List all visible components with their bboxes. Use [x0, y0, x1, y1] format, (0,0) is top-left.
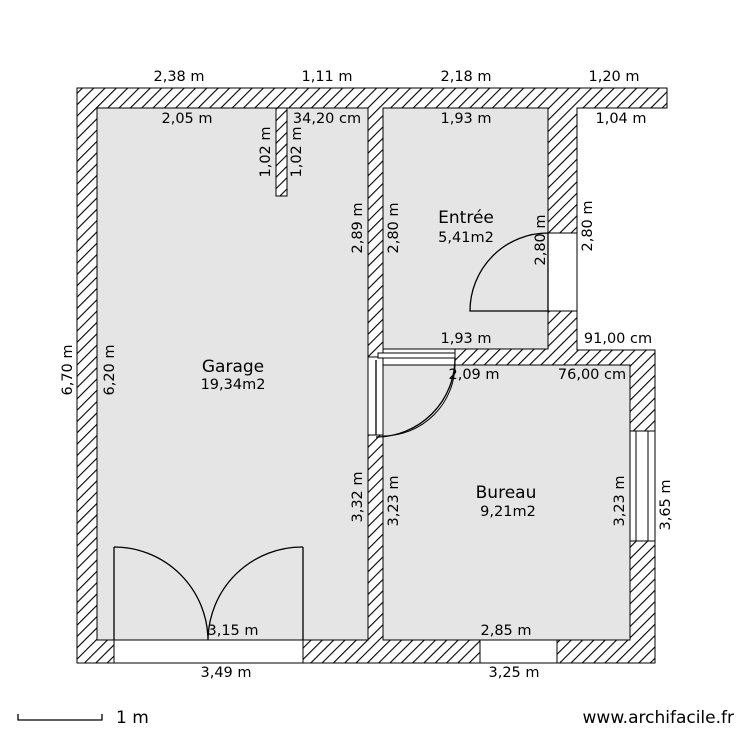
dimension-label: 2,09 m [448, 367, 499, 383]
dimension-label: 3,49 m [200, 665, 251, 681]
dimension-label: 3,25 m [488, 665, 539, 681]
dimension-label: 3,15 m [207, 623, 258, 639]
dimension-label: 34,20 cm [293, 111, 361, 127]
dimension-label: 1,93 m [440, 111, 491, 127]
horizontal-dimensions: 2,38 m 1,11 m 2,18 m 1,20 m 2,05 m 34,20… [153, 69, 652, 681]
dimension-label: 3,23 m [612, 475, 628, 526]
dimension-label: 6,70 m [60, 344, 76, 395]
scale-bar: 1 m [17, 708, 149, 728]
bureau-window-bottom [479, 639, 558, 664]
dimension-label: 2,05 m [161, 111, 212, 127]
dimension-label: 1,93 m [440, 331, 491, 347]
dimension-label: 2,80 m [533, 214, 549, 265]
vertical-dimensions: 6,70 m 6,20 m 1,02 m 1,02 m 2,89 m 2,80 … [60, 126, 674, 530]
room-area-garage: 19,34m2 [201, 377, 266, 393]
dimension-label: 1,02 m [289, 126, 305, 177]
dimension-label: 3,32 m [350, 471, 366, 522]
room-labels: Garage 19,34m2 Entrée 5,41m2 Bureau 9,21… [201, 208, 537, 520]
dimension-label: 1,02 m [258, 126, 274, 177]
room-floors [96, 107, 631, 641]
dimension-label: 2,80 m [386, 202, 402, 253]
room-name-entree: Entrée [438, 208, 494, 228]
scale-bar-line [17, 714, 103, 721]
dimension-label: 1,11 m [301, 69, 352, 85]
dimension-label: 2,38 m [153, 69, 204, 85]
dimension-label: 76,00 cm [558, 367, 626, 383]
dimension-label: 2,85 m [480, 623, 531, 639]
dimension-label: 6,20 m [102, 344, 118, 395]
dimension-label: 2,89 m [350, 202, 366, 253]
dimension-label: 2,80 m [580, 200, 596, 251]
entree-door-icon [469, 232, 549, 312]
room-area-bureau: 9,21m2 [480, 504, 536, 520]
dimension-label: 3,23 m [386, 475, 402, 526]
scale-label: 1 m [116, 708, 149, 728]
room-name-bureau: Bureau [476, 483, 537, 503]
dimension-label: 91,00 cm [584, 331, 652, 347]
watermark: www.archifacile.fr [583, 708, 734, 728]
dimension-label: 1,20 m [588, 69, 639, 85]
room-area-entree: 5,41m2 [438, 230, 494, 246]
bureau-window-right [629, 430, 656, 542]
entree-floor [382, 107, 549, 350]
partition-wall [275, 107, 288, 197]
garage-door-icon [113, 546, 304, 641]
openings [113, 232, 656, 664]
room-name-garage: Garage [202, 357, 264, 377]
dimension-label: 1,04 m [595, 111, 646, 127]
dimension-label: 3,65 m [658, 479, 674, 530]
dimension-label: 2,18 m [440, 69, 491, 85]
